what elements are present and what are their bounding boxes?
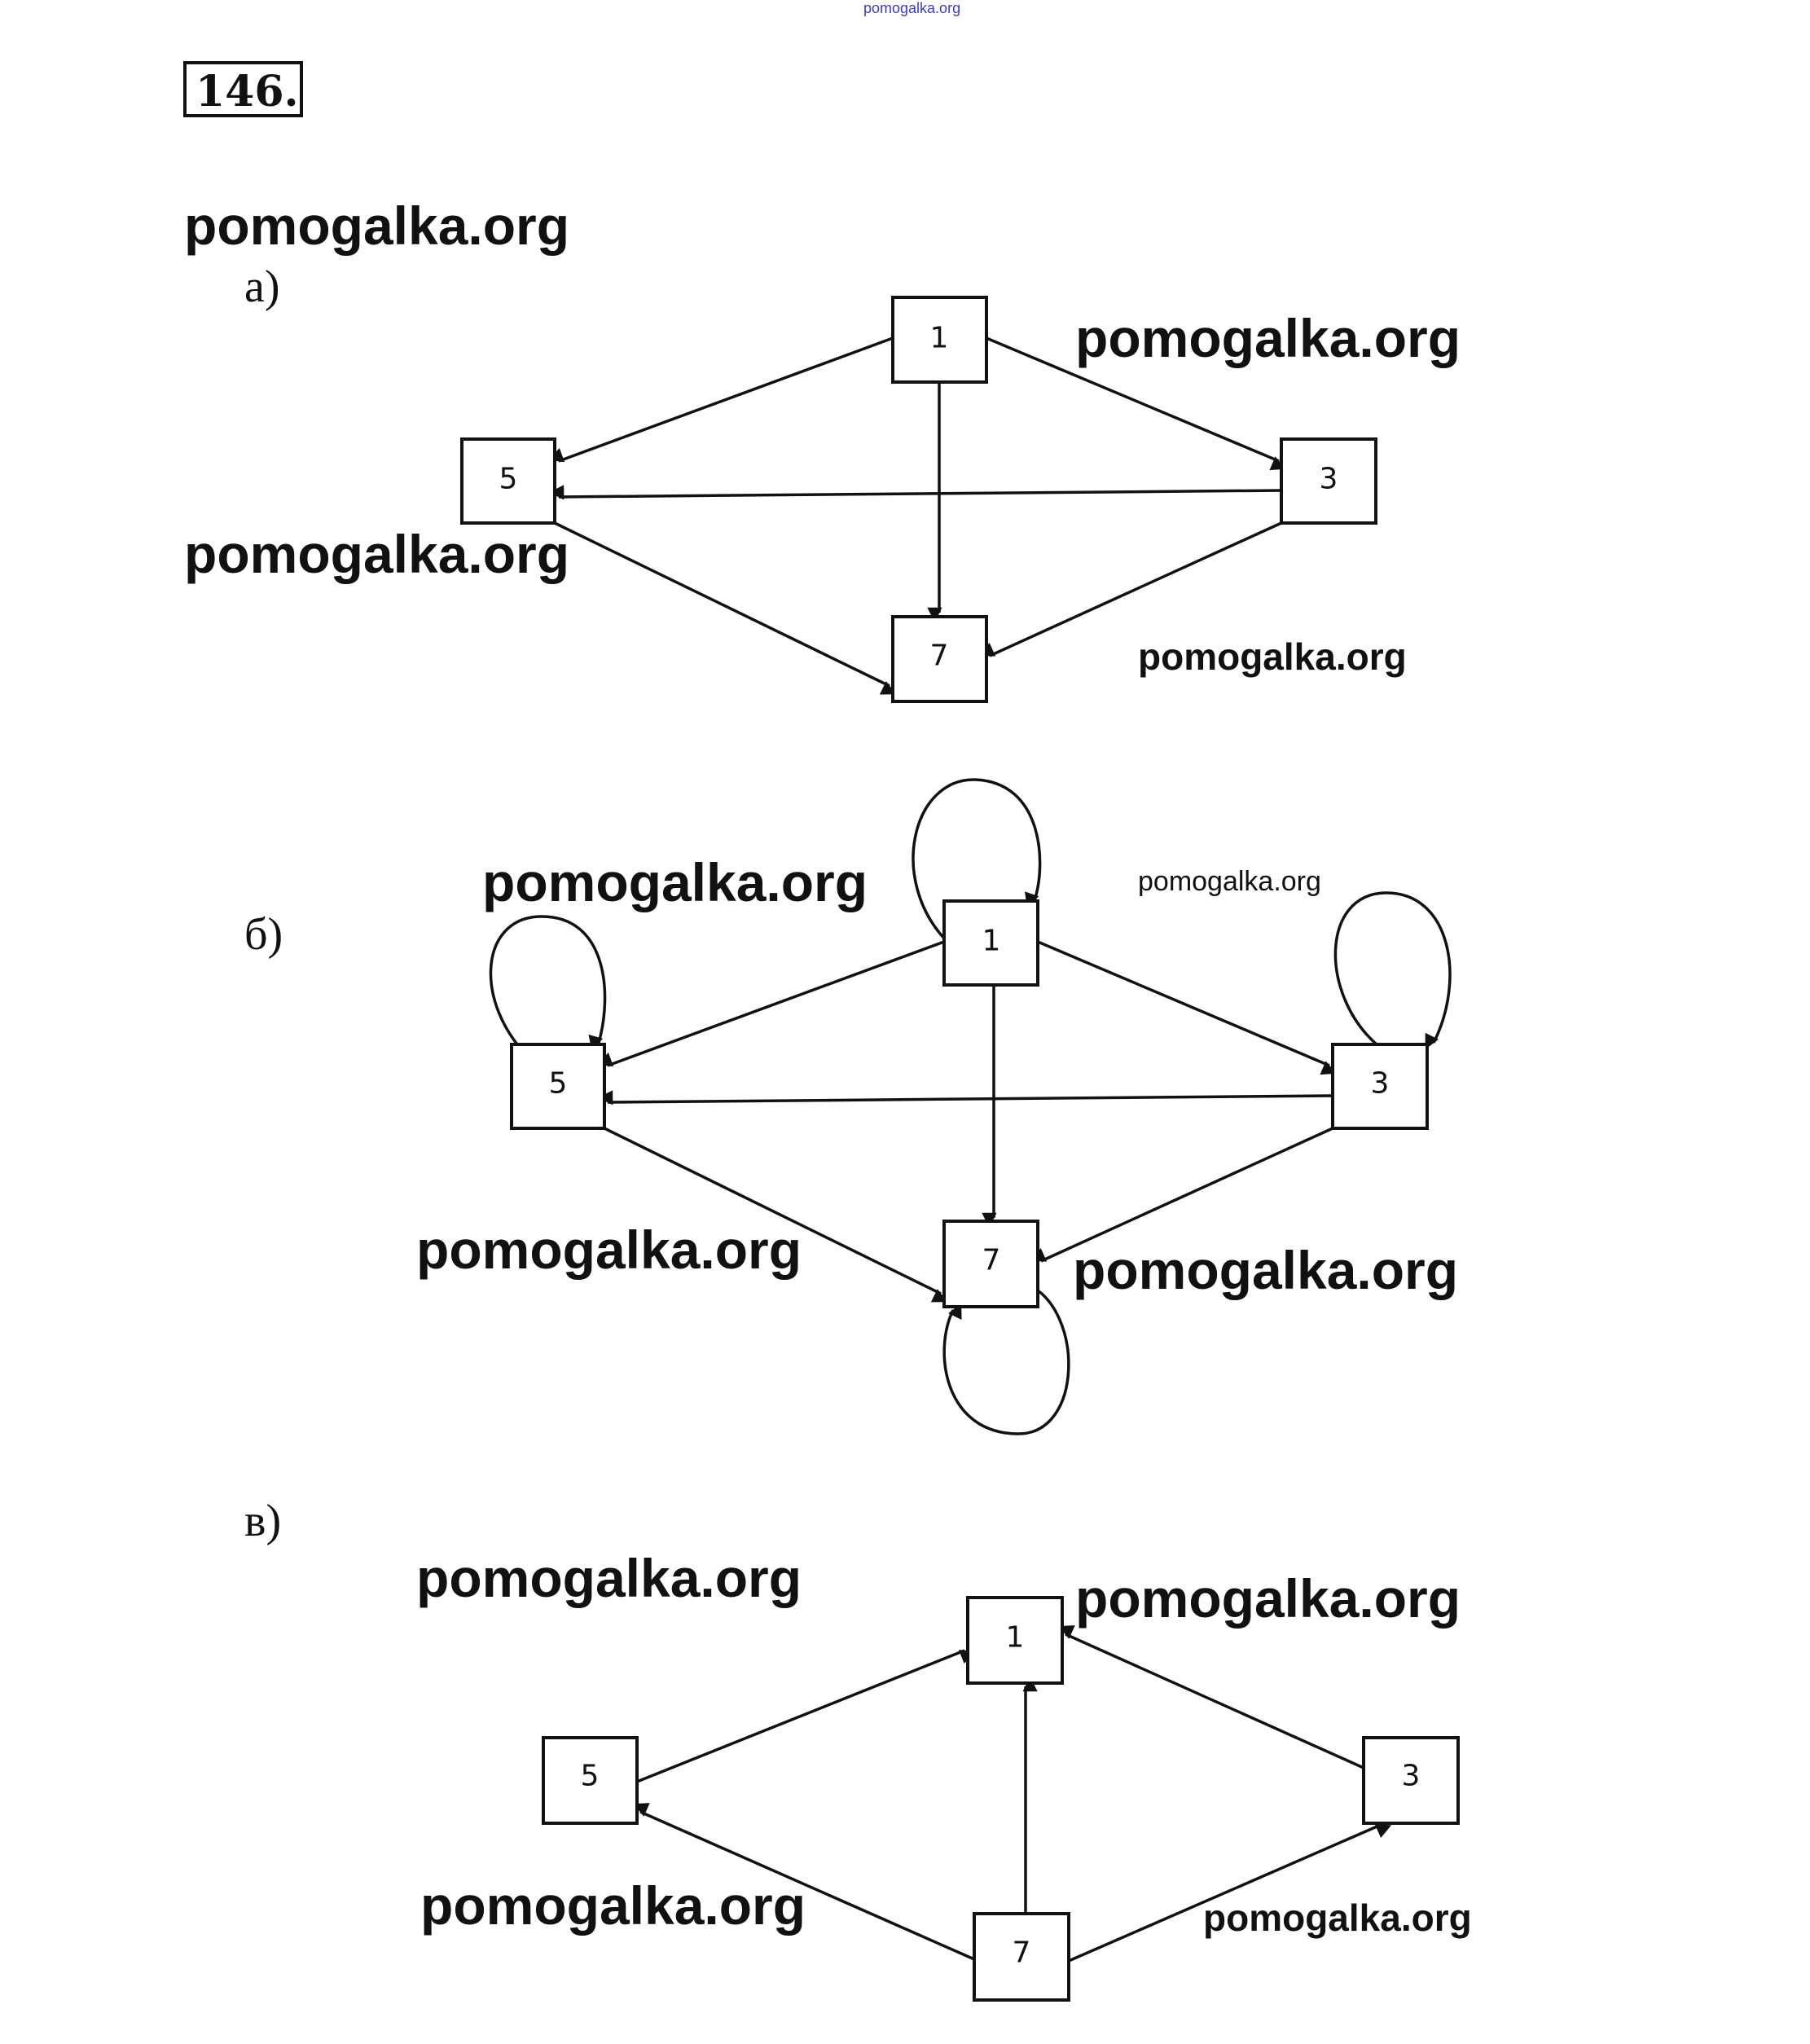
edge-1-to-5 [547,336,894,463]
node-label: 3 [1402,1760,1421,1793]
watermark: pomogalka.org [184,524,569,584]
node-5: 5 [460,437,556,525]
edge-3-to-7 [978,521,1282,657]
watermark: pomogalka.org [1203,1897,1472,1939]
edge-3-to-7 [1030,1127,1333,1263]
self-loop-5 [489,915,607,1067]
node-label: 3 [1320,463,1338,496]
watermark: pomogalka.org [1073,1240,1458,1300]
node-1: 1 [942,899,1039,987]
node-3: 3 [1280,437,1377,525]
node-label: 1 [1006,1621,1025,1655]
edge-5-to-1 [636,1649,976,1783]
node-7: 7 [942,1220,1039,1308]
self-loop-3 [1333,891,1452,1050]
node-label: 5 [549,1067,568,1101]
node-label: 1 [930,322,949,355]
edge-7-to-3 [1068,1823,1392,1963]
watermark: pomogalka.org [1075,1568,1461,1629]
top-watermark: pomogalka.org [863,0,960,16]
section-c: в) pomogalka.org pomogalka.org pomogalka… [244,1496,1472,2002]
watermark: pomogalka.org [416,1548,802,1608]
section-label-a: а) [244,262,280,312]
watermark: pomogalka.org [1138,635,1407,678]
edge-5-to-7 [554,521,897,695]
section-label-c: в) [244,1496,281,1546]
self-loop-7 [942,1284,1070,1435]
edge-7-to-5 [633,1803,975,1961]
node-7: 7 [891,615,988,703]
node-3: 3 [1362,1736,1460,1825]
node-label: 3 [1371,1067,1390,1101]
watermark: pomogalka.org [416,1220,802,1280]
section-b: pomogalka.org pomogalka.org б) pomogalka… [244,778,1458,1435]
section-label-b: б) [244,909,283,960]
node-7: 7 [973,1912,1070,2002]
problem-number-box [183,61,303,117]
problem-number: 146. [195,67,299,116]
node-label: 5 [581,1760,600,1793]
node-3: 3 [1331,1043,1429,1130]
node-label: 7 [930,640,949,673]
self-loop-1 [912,778,1042,943]
node-label: 5 [499,463,518,496]
edge-3-to-5 [598,1090,1333,1106]
edge-5-to-7 [604,1127,948,1303]
edge-1-to-5 [596,940,945,1067]
node-label: 1 [982,925,1001,958]
watermark: pomogalka.org [420,1875,806,1936]
watermark: pomogalka.org [184,196,569,256]
node-label: 7 [1013,1936,1031,1970]
edge-1-to-3 [986,336,1286,471]
node-5: 5 [542,1736,639,1825]
edge-3-to-5 [549,485,1282,500]
section-a: pomogalka.org а) pomogalka.org pomogalka… [184,196,1461,703]
edge-1-to-3 [1037,940,1337,1075]
edge-3-to-1 [1058,1625,1364,1769]
watermark: pomogalka.org [482,852,868,912]
node-1: 1 [966,1596,1064,1685]
node-label: 7 [982,1244,1001,1277]
watermark: pomogalka.org [1075,308,1461,368]
node-1: 1 [891,296,988,384]
watermark: pomogalka.org [1138,866,1321,897]
node-5: 5 [510,1043,606,1130]
problem-number-badge: 146. [183,61,303,117]
